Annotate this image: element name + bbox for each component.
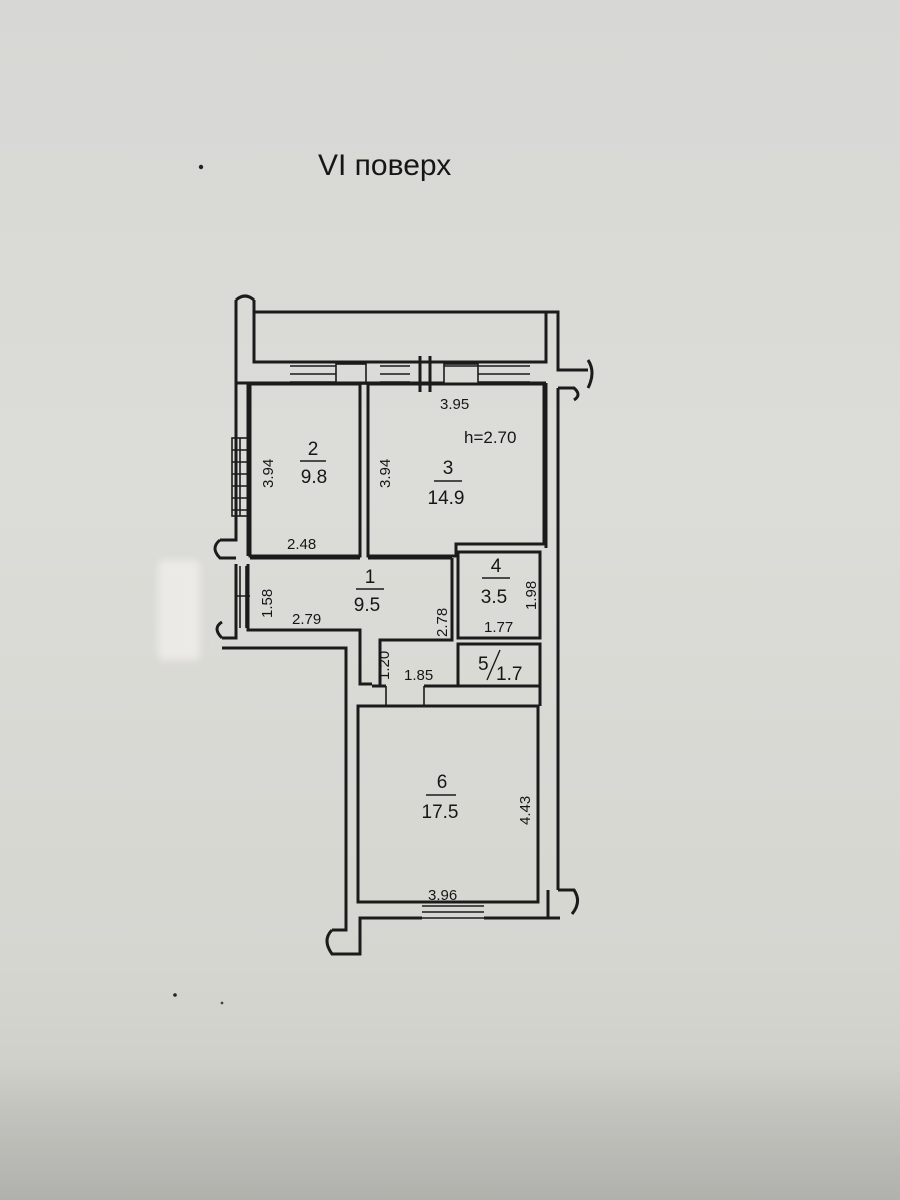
dim-room4-width: 1.77 [484, 619, 513, 636]
paper-speck [220, 1001, 224, 1005]
room-area: 14.9 [428, 488, 465, 509]
dim-room3-height: 3.94 [377, 459, 394, 488]
photo-shadow [0, 1060, 900, 1200]
dim-room3-width: 3.95 [440, 396, 469, 413]
room-label-3: 3 14.9 [428, 458, 465, 509]
room-area: 3.5 [481, 587, 507, 608]
room-number: 3 [443, 458, 454, 479]
ceiling-height-label: h=2.70 [464, 428, 516, 447]
room-label-4: 4 3.5 [481, 556, 510, 608]
dim-room6-height: 4.43 [517, 796, 534, 825]
room-area: 9.5 [354, 595, 380, 616]
room-number: 6 [437, 772, 448, 793]
dim-hall-height: 1.58 [259, 589, 276, 618]
dim-room6-width: 3.96 [428, 887, 457, 904]
room-number: 2 [308, 439, 319, 460]
room-number: 4 [491, 556, 502, 577]
dim-corridor-width: 1.85 [404, 667, 433, 684]
dim-hall-width: 2.79 [292, 611, 321, 628]
dim-room4-height: 1.98 [523, 581, 540, 610]
room-number: 5 [478, 654, 489, 675]
room-label-1: 1 9.5 [354, 567, 384, 616]
blurred-patch [158, 560, 200, 660]
entrance-door [236, 566, 250, 628]
room-area: 9.8 [301, 467, 327, 488]
dim-corridor-depth: 1.20 [376, 651, 393, 680]
radiator-symbol [231, 437, 249, 517]
room-area: 17.5 [422, 802, 459, 823]
room-label-5: 5 1.7 [478, 649, 522, 685]
dim-room2-width: 2.48 [287, 536, 316, 553]
walls [213, 294, 594, 956]
floor-title: VI поверх [318, 149, 451, 182]
paper-speck [198, 164, 204, 170]
dim-hall-depth: 2.78 [434, 608, 451, 637]
room-label-2: 2 9.8 [300, 439, 327, 488]
room-number: 1 [365, 567, 376, 588]
room-area: 1.7 [496, 664, 522, 685]
room-label-6: 6 17.5 [422, 772, 459, 823]
paper-speck [173, 993, 177, 997]
dim-room2-height: 3.94 [260, 459, 277, 488]
